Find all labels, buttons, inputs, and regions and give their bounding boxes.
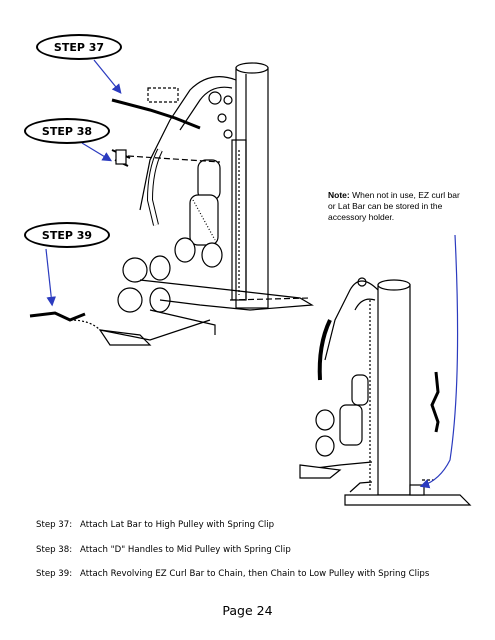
step-label: Step 37:: [36, 520, 73, 530]
gym-machine-main-drawing: [29, 62, 314, 346]
note-text: When not in use, EZ curl bar or Lat Bar …: [328, 190, 460, 222]
step-label: Step 38:: [36, 545, 73, 555]
step-label: Step 39:: [36, 569, 73, 579]
storage-note: Note: When not in use, EZ curl bar or La…: [328, 190, 468, 223]
step-instruction-37: Step 37: Attach Lat Bar to High Pulley wi…: [36, 520, 274, 530]
step-instruction-39: Step 39: Attach Revolving EZ Curl Bar to …: [36, 569, 429, 579]
step-text: Attach Revolving EZ Curl Bar to Chain, t…: [80, 569, 430, 579]
note-arrow: [419, 234, 459, 489]
step-39-callout: STEP 39: [24, 222, 110, 248]
step-39-callout-label: STEP 39: [41, 228, 93, 242]
step-38-arrow: [81, 142, 113, 162]
gym-machine-storage-drawing: [299, 277, 472, 506]
step-38-callout-label: STEP 38: [41, 124, 93, 138]
step-39-arrow: [45, 248, 56, 307]
step-37-callout-label: STEP 37: [53, 40, 105, 54]
step-instruction-38: Step 38: Attach "D" Handles to Mid Pulley…: [36, 545, 291, 555]
step-37-callout: STEP 37: [36, 34, 122, 60]
leader-arrows: [45, 59, 459, 489]
step-37-arrow: [93, 59, 122, 94]
step-text: Attach Lat Bar to High Pulley with Sprin…: [80, 520, 275, 530]
note-label: Note:: [328, 190, 350, 200]
step-38-callout: STEP 38: [24, 118, 110, 144]
step-text: Attach "D" Handles to Mid Pulley with Sp…: [80, 545, 291, 555]
page-number: Page 24: [222, 603, 273, 618]
